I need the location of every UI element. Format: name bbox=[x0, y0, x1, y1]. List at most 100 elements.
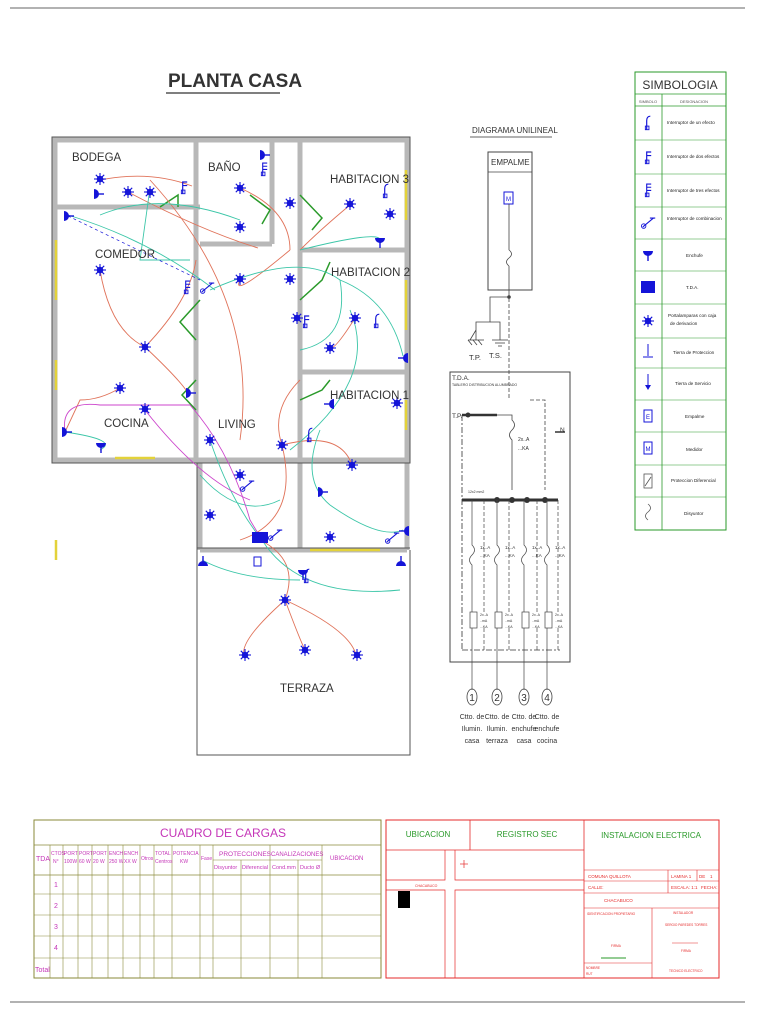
legend-label-lamp: Portalamparas con caja bbox=[668, 313, 717, 318]
location-map bbox=[386, 850, 584, 978]
map-street-label: CHACABUCO bbox=[415, 884, 438, 888]
wiring-lighting bbox=[64, 175, 357, 656]
header-ctos-n: N° bbox=[53, 859, 59, 865]
circuit-4-line1: Ctto. de bbox=[535, 714, 560, 721]
outlets bbox=[61, 149, 410, 581]
legend-label-ground-protection: Tierra de Proteccion bbox=[673, 350, 715, 355]
unilineal-diagram: DIAGRAMA UNILINEAL EMPALME M T.P. T.S. T… bbox=[449, 126, 571, 745]
legend-label-differential: Proteccion Diferencial bbox=[671, 478, 716, 483]
outlet-icon bbox=[642, 250, 654, 262]
header-port60-w: 60 W bbox=[79, 859, 91, 865]
meter-icon: M bbox=[643, 441, 653, 455]
legend-label-switch-combination: Interruptor de combinacion bbox=[667, 216, 722, 221]
circuit-3: 3 Ctto. de enchufe casa bbox=[512, 688, 537, 745]
room-terraza: TERRAZA bbox=[280, 683, 334, 695]
circuit-2: 2 Ctto. de Ilumin. terraza bbox=[485, 688, 509, 745]
header-ench-w: XX W bbox=[124, 859, 137, 865]
header-port100-w: 100W bbox=[64, 859, 77, 865]
circuit-3-line1: Ctto. de bbox=[512, 714, 537, 721]
cuadro-row-1: 1 bbox=[54, 882, 58, 889]
instalacion-electrica-label: INSTALACION ELECTRICA bbox=[601, 831, 702, 840]
breaker-1-rating: 1x..A bbox=[480, 545, 490, 550]
dashed-feeder bbox=[67, 215, 201, 281]
circuit-branches bbox=[469, 500, 559, 690]
breaker-4-rating: 1x..A bbox=[555, 545, 565, 550]
header-ench: ENCH bbox=[124, 851, 139, 857]
header-total-centros: Centros bbox=[155, 859, 173, 865]
simbologia-labels: Interruptor de un efecto Interruptor de … bbox=[667, 120, 722, 516]
cuadro-row-4: 4 bbox=[54, 945, 58, 952]
neutral-label: N bbox=[560, 427, 565, 434]
diff-3-ka: ...KA bbox=[532, 625, 540, 629]
circuit-labels: 1 Ctto. de Ilumin. casa 2 Ctto. de Ilumi… bbox=[460, 688, 560, 745]
breaker-1-ka: ...KA bbox=[480, 553, 490, 558]
ground-protection-icon bbox=[643, 344, 653, 358]
legend-label-lamp-line2: de derivacion bbox=[670, 321, 698, 326]
breaker-2-ka: ...KA bbox=[505, 553, 515, 558]
room-cocina: COCINA bbox=[104, 418, 149, 430]
medidor-symbol bbox=[503, 191, 514, 205]
circuit-4-number: 4 bbox=[544, 693, 550, 704]
cuadro-row-2: 2 bbox=[54, 903, 58, 910]
tp-bus-label: T.P. bbox=[452, 413, 463, 420]
simbologia-row-lines bbox=[635, 139, 726, 498]
diff-2-ka: ...KA bbox=[505, 625, 513, 629]
svg-text:M: M bbox=[646, 447, 651, 453]
meter-box bbox=[253, 556, 262, 567]
legend-label-outlet: Enchufe bbox=[686, 253, 703, 258]
tda-box bbox=[252, 532, 268, 543]
title-block: UBICACION REGISTRO SEC INSTALACION ELECT… bbox=[385, 819, 720, 979]
cuadro-row-lines bbox=[34, 893, 381, 959]
breaker-ratings: 1x..A ...KA 1x..A ...KA 1x..A ...KA 1x..… bbox=[480, 545, 565, 558]
info-grid bbox=[584, 869, 719, 978]
header-disyuntor: Disyuntor bbox=[214, 865, 237, 871]
empalme-label: EMPALME bbox=[491, 158, 530, 167]
breaker-3-ka: ...KA bbox=[532, 553, 542, 558]
wall-outlines bbox=[51, 136, 411, 756]
registro-sec-label: REGISTRO SEC bbox=[497, 830, 558, 839]
header-port20: PORT bbox=[93, 851, 107, 857]
windows bbox=[54, 170, 408, 560]
fecha-label: FECHA: bbox=[701, 885, 718, 890]
switch-3-icon bbox=[644, 183, 652, 198]
floor-plan: PLANTA CASA bbox=[51, 71, 411, 756]
tda-sub-label: TABLERO DISTRIBUCION ALUMBRADO bbox=[452, 383, 517, 387]
medidor-tag: M bbox=[506, 197, 511, 203]
header-canalizaciones: CANALIZACIONES bbox=[271, 852, 323, 858]
cuadro-de-cargas: CUADRO DE CARGAS TDA CTOS N° PORT 100W P… bbox=[33, 819, 382, 979]
nombre-label: NOMBRE bbox=[586, 966, 600, 970]
differential-ratings: 2x..A ..mA ...KA 2x..A ..mA ...KA 2x..A … bbox=[480, 613, 564, 629]
calle-label: CALLE: bbox=[588, 885, 604, 890]
legend-label-switch-1: Interruptor de un efecto bbox=[667, 120, 715, 125]
header-ctos: CTOS bbox=[51, 851, 65, 857]
cuadro-title: CUADRO DE CARGAS bbox=[160, 826, 286, 840]
escala-value: ESCALA: 1:1 bbox=[671, 885, 698, 890]
switch-1-icon bbox=[644, 115, 651, 131]
header-port100: PORT bbox=[64, 851, 78, 857]
empalme-box bbox=[487, 151, 533, 291]
diff-2-rating: 2x..A bbox=[505, 613, 514, 617]
instalador-name: SERGIO PAREDES TORRES bbox=[665, 923, 707, 927]
header-diferencial: Diferencial bbox=[242, 865, 268, 871]
room-living: LIVING bbox=[218, 419, 256, 431]
room-habitacion-2: HABITACION 2 bbox=[331, 267, 410, 279]
room-habitacion-3: HABITACION 3 bbox=[330, 174, 409, 186]
legend-label-ground-service: Tierra de Servicio bbox=[675, 381, 711, 386]
simbologia-col-symbol: SIMBOLO bbox=[639, 99, 657, 104]
header-port20-w: 20 W bbox=[93, 859, 105, 865]
circuit-2-number: 2 bbox=[494, 693, 500, 704]
calle-value: CHACABUCO bbox=[604, 898, 633, 903]
differential-icon bbox=[643, 473, 653, 489]
tda-label: T.D.A. bbox=[452, 375, 470, 382]
cuadro-col-lines bbox=[49, 845, 323, 978]
legend-label-switch-3: Interruptor de tres efectos bbox=[667, 188, 720, 193]
room-comedor: COMEDOR bbox=[95, 249, 155, 261]
diff-4-ka: ...KA bbox=[555, 625, 563, 629]
header-ench250-w: 250 W bbox=[109, 859, 124, 865]
lamp-icon bbox=[641, 314, 655, 328]
diff-4-rating: 2x..A bbox=[555, 613, 564, 617]
circuit-2-line3: terraza bbox=[486, 738, 508, 745]
circuit-4-line3: cocina bbox=[537, 738, 557, 745]
svg-text:E: E bbox=[646, 415, 650, 421]
